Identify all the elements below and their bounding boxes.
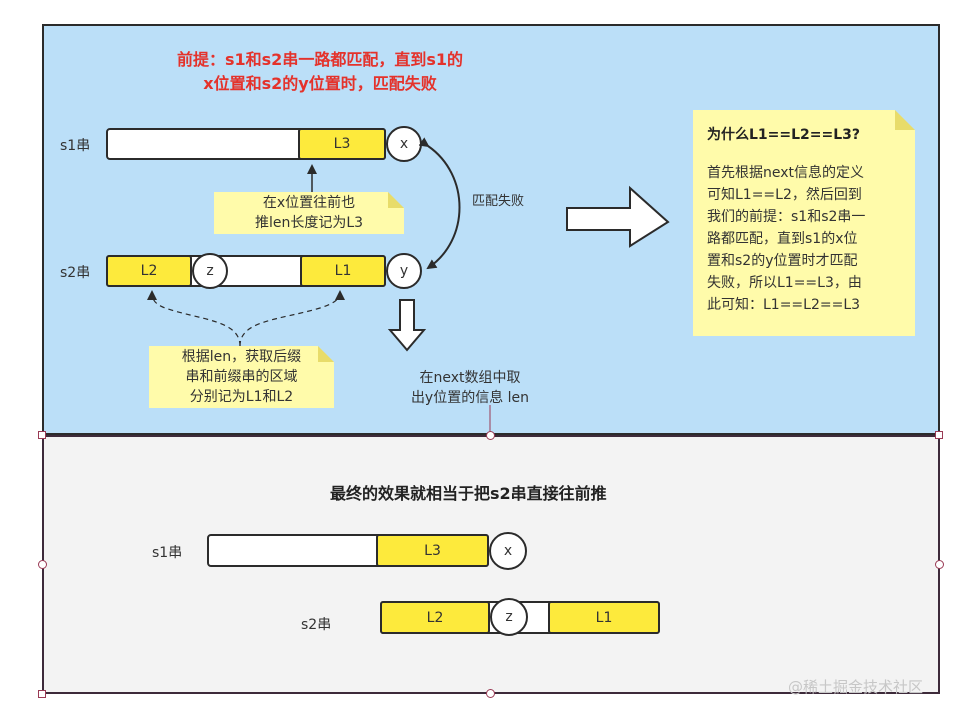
premise-title: 前提：s1和s2串一路都匹配，直到s1的 x位置和s2的y位置时，匹配失败 [140,48,500,96]
note-fold [388,192,404,208]
explanation-line: 我们的前提：s1和s2串一 [707,209,866,225]
explanation-line: 此可知：L1==L2==L3 [707,297,861,313]
explanation-line: 可知L1==L2，然后回到 [707,187,862,203]
resize-handle[interactable] [486,431,495,440]
explanation-line: 置和s2的y位置时才匹配 [707,253,858,269]
explanation-body: 首先根据next信息的定义 可知L1==L2，然后回到 我们的前提：s1和s2串… [707,162,903,316]
note-fold [318,346,334,362]
s2-segment-l1: L1 [300,255,386,287]
explanation-line: 首先根据next信息的定义 [707,165,865,181]
bottom-s2-circle-z: z [490,598,528,636]
bottom-s1-segment-l3: L3 [376,534,489,567]
bottom-s2-segment-l1: L1 [548,601,660,634]
s2-circle-z: z [192,253,228,289]
next-info-line2: 出y位置的信息 len [410,390,530,406]
resize-handle[interactable] [486,689,495,698]
note-l3-line2: 推len长度记为L3 [254,215,364,231]
bottom-s2-label: s2串 [301,617,332,633]
note-len-line1: 根据len，获取后缀 [181,349,302,365]
note-len-line2: 串和前缀串的区域 [185,369,298,385]
s2-circle-y: y [386,253,422,289]
dashed-arrow-to-l2 [147,290,241,347]
next-info-line1: 在next数组中取 [419,370,521,386]
resize-handle[interactable] [935,431,943,439]
explanation-line: 失败，所以L1==L3，由 [707,275,862,291]
down-arrow [387,299,427,352]
watermark: @稀土掘金技术社区 [788,678,924,696]
explanation-question: 为什么L1==L2==L3? [707,127,861,143]
note-fold [895,110,915,130]
note-l3-line1: 在x位置往前也 [262,195,356,211]
resize-handle[interactable] [935,560,944,569]
explanation-line: 路都匹配，直到s1的x位 [707,231,858,247]
mismatch-label: 匹配失败 [472,194,525,209]
bottom-s1-circle-x: x [489,532,527,570]
s2-label: s2串 [60,265,91,281]
dashed-arrow-to-l1 [239,290,345,347]
premise-title-line2: x位置和s2的y位置时，匹配失败 [203,74,437,93]
mismatch-arrow [418,137,461,270]
resize-handle[interactable] [38,690,46,698]
right-arrow [566,185,670,248]
note-len: 根据len，获取后缀 串和前缀串的区域 分别记为L1和L2 [149,346,334,408]
s1-label: s1串 [60,138,91,154]
next-info: 在next数组中取 出y位置的信息 len [380,368,560,408]
note-len-line3: 分别记为L1和L2 [189,389,294,405]
resize-handle[interactable] [38,560,47,569]
explanation-note: 为什么L1==L2==L3? 首先根据next信息的定义 可知L1==L2，然后… [693,110,915,336]
result-title: 最终的效果就相当于把s2串直接往前推 [330,484,607,503]
s1-segment-l3: L3 [298,128,386,160]
note-l3: 在x位置往前也 推len长度记为L3 [214,192,404,234]
resize-handle[interactable] [38,431,46,439]
s2-segment-l2: L2 [106,255,192,287]
bottom-s2-segment-l2: L2 [380,601,490,634]
premise-title-line1: 前提：s1和s2串一路都匹配，直到s1的 [177,50,463,69]
bottom-s1-label: s1串 [152,545,183,561]
